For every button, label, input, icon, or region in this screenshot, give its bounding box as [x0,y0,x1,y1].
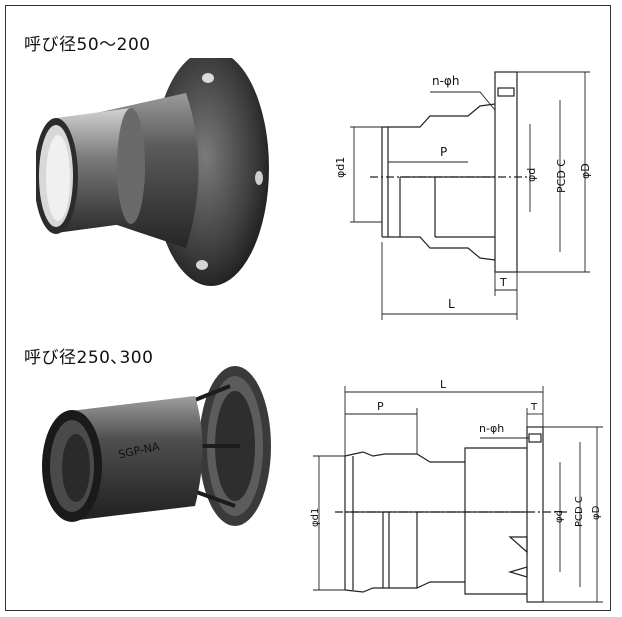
section-title-large-sizes: 呼び径250､300 [24,348,154,368]
label-pcd: PCD C [574,496,585,527]
product-photo-large: SGP-NA [42,366,271,526]
label-l: L [448,297,455,311]
label-d1: φd1 [334,157,347,178]
label-outer-d: φD [591,505,602,520]
label-p: P [377,400,384,413]
label-d1: φd1 [310,508,321,527]
label-t: T [530,402,538,413]
label-pcd: PCD C [555,159,568,193]
dimension-drawing-large: L P T n-φh φd1 φd PCD C φD [310,378,603,603]
label-t: T [499,276,507,289]
label-p: P [440,145,447,159]
section-title-small-sizes: 呼び径50～200 [24,35,151,55]
label-d: φd [525,168,538,182]
dimension-drawing-small: n-φh φd1 P φd PCD C φD T L [334,71,592,320]
label-outer-d: φD [579,163,592,179]
label-l: L [440,378,447,391]
label-d: φd [554,510,565,523]
product-photo-small [36,58,269,286]
label-holes: n-φh [432,74,459,88]
label-holes: n-φh [479,422,504,435]
